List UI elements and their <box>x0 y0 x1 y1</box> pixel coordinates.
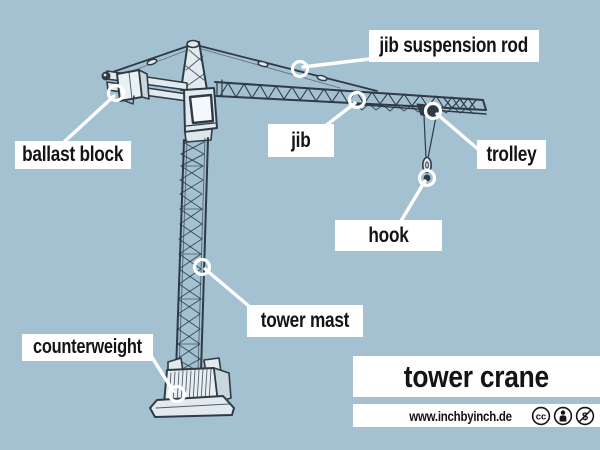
suspension-rods-drawing <box>106 44 378 92</box>
diagram-title: tower crane <box>353 356 600 397</box>
label-hook: hook <box>335 220 442 251</box>
operator-cab-drawing <box>183 87 218 143</box>
callout-markers <box>106 59 443 404</box>
label-trolley-text: trolley <box>486 142 537 166</box>
trolley-marker <box>423 101 443 121</box>
label-tower-mast-text: tower mast <box>260 309 350 332</box>
license-icons: cc $ <box>531 406 595 426</box>
jib-marker <box>347 90 367 110</box>
trolley-hook-drawing <box>416 103 441 182</box>
label-trolley: trolley <box>477 140 546 169</box>
diagram-title-text: tower crane <box>403 358 550 394</box>
website-url-text: www.inchbyinch.de <box>409 407 512 424</box>
label-ballast-block-text: ballast block <box>22 143 124 166</box>
ballast-block-marker <box>106 83 126 103</box>
label-hook-text: hook <box>368 223 409 247</box>
label-tower-mast: tower mast <box>247 305 363 337</box>
tower-mast-marker <box>192 257 212 277</box>
label-counterweight: counterweight <box>22 334 153 361</box>
label-counterweight-text: counterweight <box>33 336 142 358</box>
label-jib: jib <box>268 124 334 157</box>
jib-suspension-rod-marker <box>290 59 310 79</box>
svg-text:cc: cc <box>536 411 547 422</box>
tower-apex-drawing <box>180 39 208 91</box>
label-jib-text: jib <box>291 128 311 152</box>
website-url: www.inchbyinch.de <box>398 408 523 424</box>
cc-icon: cc <box>531 406 551 425</box>
label-connector-lines <box>62 56 481 393</box>
cc-noncommercial-icon: $ <box>575 406 595 425</box>
counterweight-marker <box>167 384 187 404</box>
counterweight-drawing <box>149 357 235 418</box>
footer-credit-bar: www.inchbyinch.de cc $ <box>353 404 600 427</box>
label-jib-suspension-rod-text: jib suspension rod <box>379 34 529 57</box>
label-jib-suspension-rod: jib suspension rod <box>369 30 539 62</box>
hook-marker <box>417 168 437 188</box>
label-ballast-block: ballast block <box>15 141 131 169</box>
cc-attribution-icon <box>553 406 573 425</box>
tower-mast-drawing <box>175 137 209 373</box>
